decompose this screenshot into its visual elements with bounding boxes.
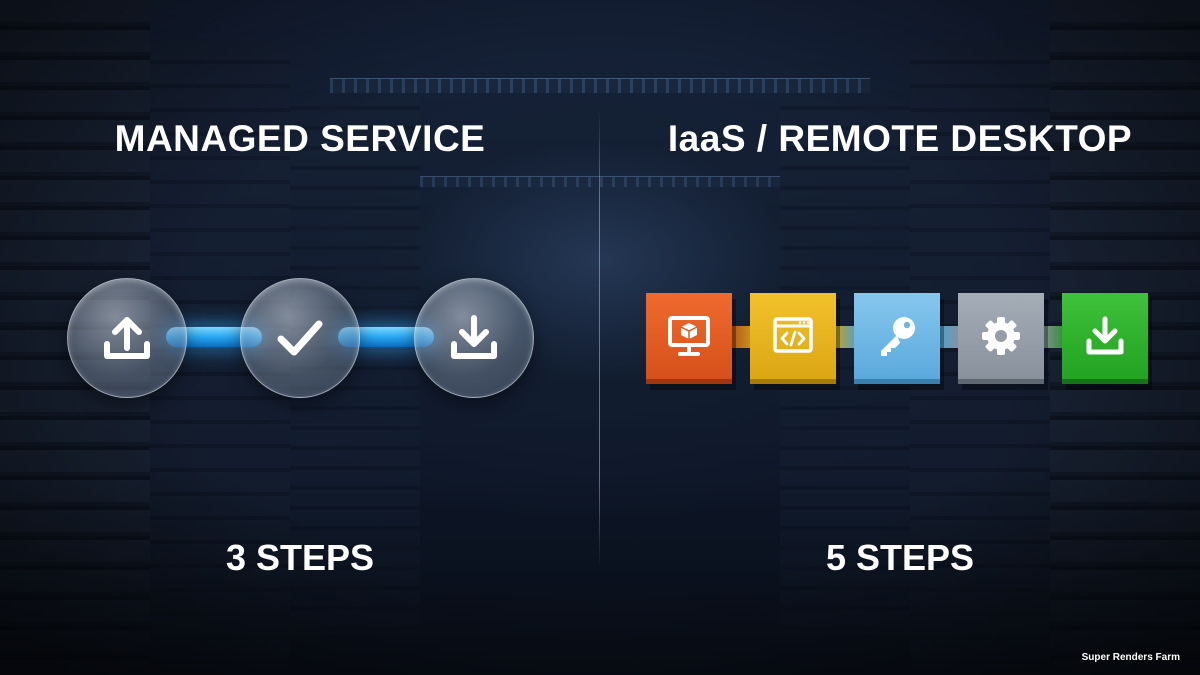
download-step [414, 278, 534, 398]
code-window-icon [769, 312, 817, 360]
download-icon [446, 310, 502, 366]
access-key-step [854, 293, 940, 384]
checkmark-icon [272, 310, 328, 366]
iaas-title: IaaS / REMOTE DESKTOP [640, 118, 1160, 160]
remote-desktop-step [646, 293, 732, 384]
upload-step [67, 278, 187, 398]
iaas-steps-count: 5 STEPS [700, 537, 1100, 579]
code-step [750, 293, 836, 384]
gear-icon [977, 312, 1025, 360]
managed-service-title: MANAGED SERVICE [60, 118, 540, 160]
upload-icon [99, 310, 155, 366]
center-divider [599, 108, 600, 568]
watermark: Super Renders Farm [1082, 652, 1180, 663]
remote-desktop-icon [665, 312, 713, 360]
download-icon [1081, 312, 1129, 360]
verify-step [240, 278, 360, 398]
download-block-step [1062, 293, 1148, 384]
configure-step [958, 293, 1044, 384]
key-icon [872, 311, 922, 361]
managed-steps-count: 3 STEPS [100, 537, 500, 579]
